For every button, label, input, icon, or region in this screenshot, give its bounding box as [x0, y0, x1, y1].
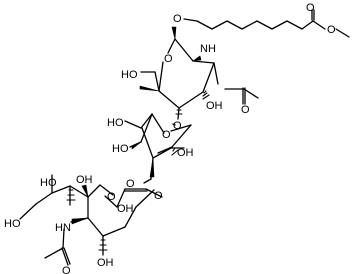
glcnac-c6-hydroxyl: HO: [121, 69, 138, 81]
glcnac-acetyl-oxygen: O: [241, 104, 250, 116]
glcnac-c3-hydroxyl: OH: [206, 100, 223, 112]
gal-c4-hydroxyl: HO: [112, 143, 129, 155]
gal-c6-hydroxyl: HO: [107, 117, 124, 129]
glcnac-amide-nh: NH: [200, 43, 216, 55]
sia-c4-hydroxyl: OH: [97, 257, 114, 269]
ester-carbonyl-oxygen: O: [306, 2, 315, 14]
gal-c2-hydroxyl: OH: [177, 147, 194, 159]
sia-acetyl-oxygen: O: [62, 265, 71, 274]
sia-c7-hydroxyl: OH: [76, 174, 93, 186]
glycosidic-oxygen: O: [173, 13, 182, 25]
sia-amide-nh: HN: [55, 222, 71, 234]
stereo-bonds: [66, 26, 210, 251]
atom-labels: O O O O NH O HO OH O HO O HO OH O O OH O…: [4, 2, 336, 274]
sia-c1-hydroxyl: OH: [117, 203, 134, 215]
ester-oxygen: O: [327, 24, 336, 36]
sia-ring-oxygen: O: [107, 191, 116, 203]
bonds: [19, 9, 350, 266]
gal-ring-oxygen: O: [162, 129, 171, 141]
sia-carboxyl-oxygen: O: [126, 178, 135, 190]
sia-c9-hydroxyl: HO: [4, 218, 21, 230]
sia-gal-link-oxygen: O: [154, 190, 163, 202]
sia-c8-hydroxyl: HO: [40, 177, 57, 189]
gal-glcnac-link-oxygen: O: [173, 120, 182, 132]
glcnac-ring-oxygen: O: [164, 53, 173, 65]
